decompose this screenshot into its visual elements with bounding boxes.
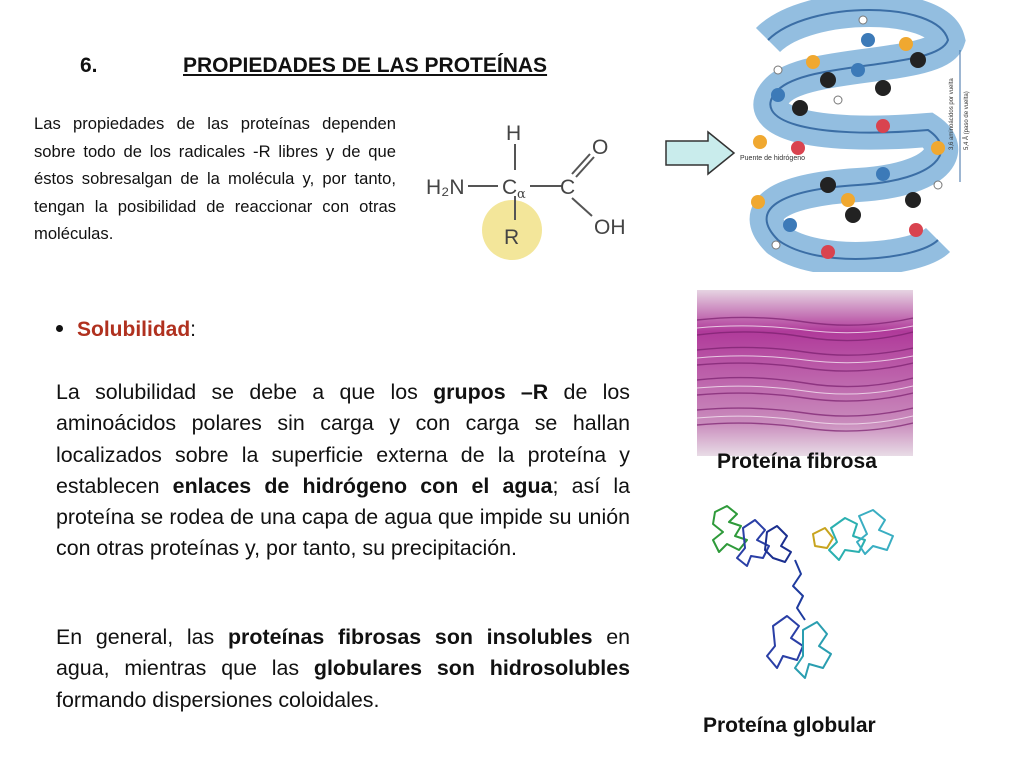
para1-text-2: de los aminoácidos polares sin carga y c… — [56, 380, 630, 498]
para2-text-1: En general, las — [56, 625, 228, 649]
alpha-helix-image: Puente de hidrógeno 3,6 aminoácidos por … — [740, 0, 970, 272]
tissue-background — [697, 290, 913, 456]
tissue-fibers — [697, 316, 913, 432]
para2-text-2: en agua, mientras que las — [56, 625, 630, 681]
fab-left-blue — [736, 519, 770, 567]
hinge-right-yellow — [812, 527, 834, 549]
fibrous-protein-image — [697, 290, 913, 456]
atom-h2n: H₂N — [426, 176, 464, 199]
para2-bold-2: globulares son hidrosolubles — [313, 656, 630, 681]
fibrous-protein-caption: Proteína fibrosa — [717, 450, 877, 473]
fab-right-teal — [856, 509, 894, 555]
helix-measure-2: 5,4 Å (paso de vuelta) — [963, 91, 970, 150]
globular-protein-caption: Proteína globular — [703, 714, 876, 737]
bond-oh — [571, 197, 593, 217]
intro-paragraph: Las propiedades de las proteínas depende… — [34, 114, 396, 243]
solubility-colon: : — [190, 318, 197, 341]
globular-protein-image — [712, 505, 894, 679]
fab-right-cyan — [828, 517, 866, 561]
para1-text-1: La solubilidad se debe a que los — [56, 380, 434, 404]
para1-bold-2: enlaces de hidrógeno con el agua — [172, 473, 553, 498]
helix-atoms — [751, 15, 945, 259]
fab-left-green — [712, 505, 748, 553]
para1-bold-1: grupos –R — [433, 380, 549, 404]
fc-right — [794, 621, 832, 679]
page-title: PROPIEDADES DE LAS PROTEÍNAS — [183, 54, 548, 77]
para2-text-3: formando dispersiones coloidales. — [56, 687, 380, 712]
fc-left — [766, 615, 804, 669]
bond-o-2 — [575, 156, 595, 178]
arrow-right-icon — [665, 130, 736, 176]
section-number: 6. — [80, 54, 98, 77]
helix-backbone — [765, 9, 950, 260]
fc-stem — [792, 559, 806, 621]
atom-c-alpha: C — [502, 176, 517, 199]
atom-c: C — [560, 176, 575, 199]
para1-text-3: ; así la proteína se rodea de una capa d… — [56, 473, 630, 561]
solubility-paragraph: La solubilidad se debe a que los grupos … — [56, 377, 630, 565]
atom-o: O — [592, 136, 608, 159]
atom-h: H — [506, 122, 521, 145]
alpha-subscript: α — [517, 187, 526, 202]
hinge-left — [764, 525, 792, 563]
helix-measure-1: 3,6 aminoácidos por vuelta — [949, 78, 955, 150]
para2-bold-1: proteínas fibrosas son insolubles — [227, 625, 593, 649]
helix-legend: Puente de hidrógeno — [740, 155, 805, 162]
bullet-icon — [56, 324, 63, 332]
amino-acid-formula: H H₂N C α C O OH R — [426, 122, 626, 260]
solubility-label: Solubilidad — [77, 318, 191, 341]
r-group-circle — [482, 200, 542, 260]
general-paragraph: En general, las proteínas fibrosas son i… — [56, 622, 630, 716]
tissue-gaps — [697, 325, 913, 425]
atom-oh: OH — [594, 216, 626, 239]
atom-r: R — [504, 226, 519, 249]
solubility-heading: Solubilidad: — [56, 318, 196, 342]
bond-o-1 — [571, 153, 591, 175]
